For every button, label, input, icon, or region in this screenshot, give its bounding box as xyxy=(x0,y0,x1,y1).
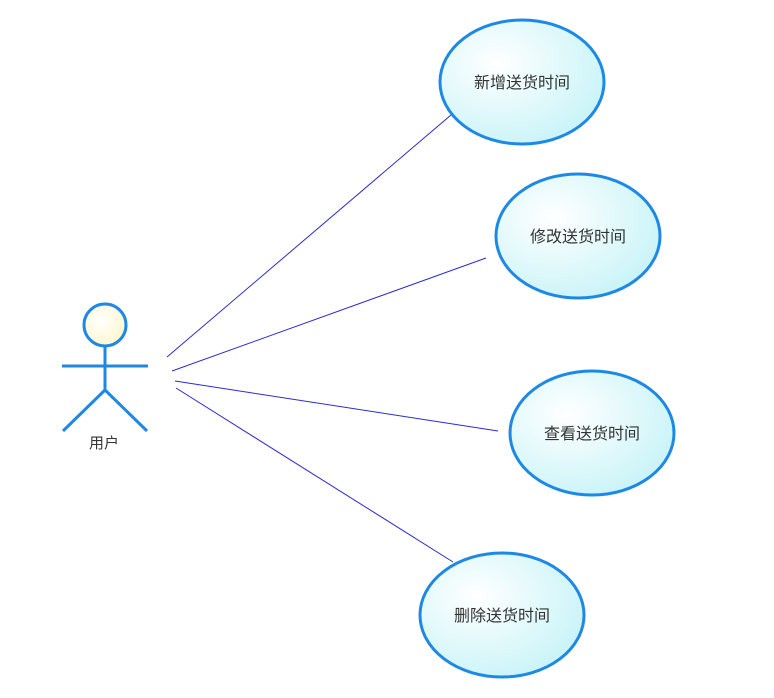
use-case-delete-label: 删除送货时间 xyxy=(454,606,550,625)
actor-head xyxy=(82,302,128,348)
association-edit xyxy=(171,257,487,372)
use-case-view-label: 查看送货时间 xyxy=(544,424,640,443)
use-case-add[interactable]: 新增送货时间 xyxy=(438,18,606,146)
actor-left-leg xyxy=(61,388,107,433)
actor-right-leg xyxy=(103,388,149,433)
association-delete xyxy=(175,387,454,563)
use-case-edit-label: 修改送货时间 xyxy=(530,227,626,246)
use-case-view[interactable]: 查看送货时间 xyxy=(508,369,676,497)
use-case-delete[interactable]: 删除送货时间 xyxy=(418,551,586,679)
use-case-add-label: 新增送货时间 xyxy=(474,73,570,92)
association-add xyxy=(166,114,452,358)
actor-label: 用户 xyxy=(89,434,119,452)
use-case-edit[interactable]: 修改送货时间 xyxy=(494,172,662,300)
actor-user[interactable]: 用户 xyxy=(61,302,149,452)
association-view xyxy=(174,380,499,432)
associations xyxy=(166,114,499,563)
